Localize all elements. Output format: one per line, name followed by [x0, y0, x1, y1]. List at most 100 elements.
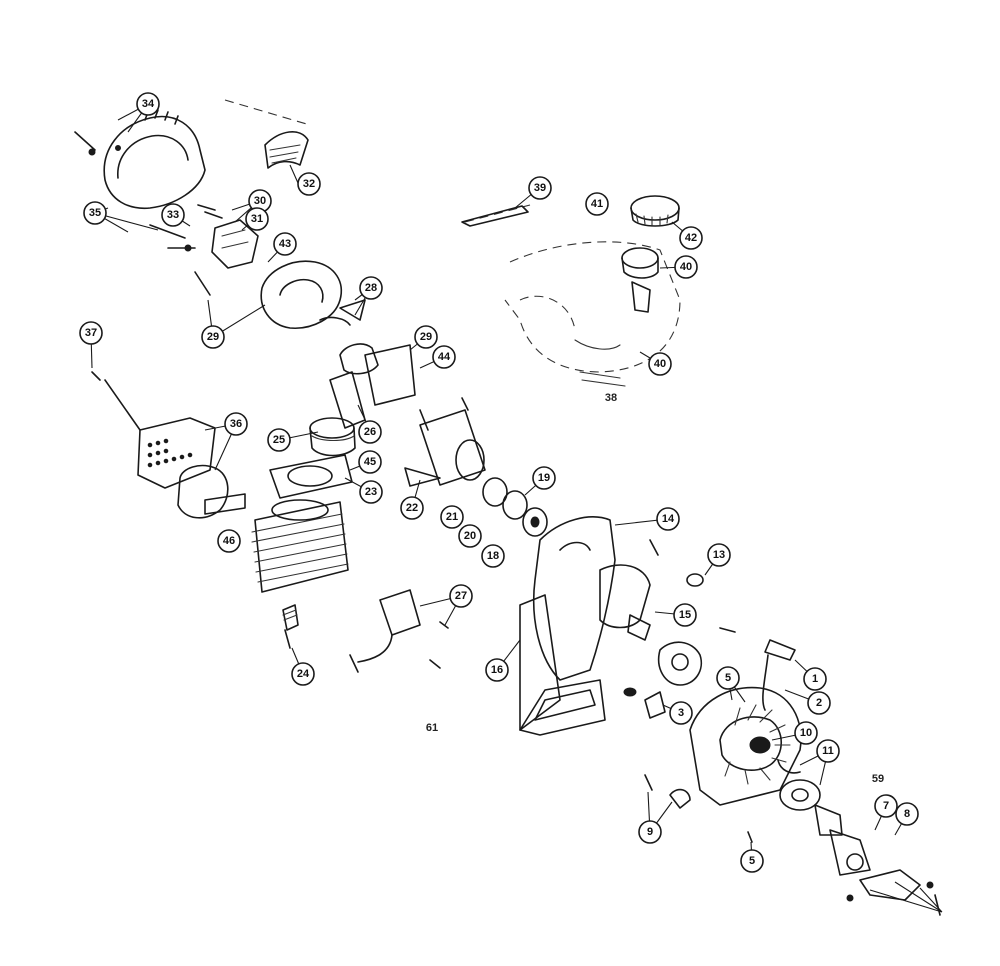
- callout-25: 25: [267, 428, 291, 452]
- callout-13: 13: [707, 543, 731, 567]
- callout-40: 40: [674, 255, 698, 279]
- svg-text:18: 18: [487, 550, 499, 562]
- svg-text:46: 46: [223, 535, 235, 547]
- fuel-filler-neck: [621, 247, 659, 313]
- svg-text:39: 39: [534, 182, 546, 194]
- callout-35: 35: [83, 201, 107, 225]
- callout-32: 32: [297, 172, 321, 196]
- callout-41: 41: [585, 192, 609, 216]
- muffler: [91, 371, 246, 519]
- part-callouts: 34 32 30 35 33 31 43 29 28 39 41 42 40 3…: [79, 92, 919, 873]
- callout-37: 37: [79, 321, 103, 345]
- callout-45: 45: [358, 450, 382, 474]
- svg-text:25: 25: [273, 434, 285, 446]
- svg-text:40: 40: [654, 358, 666, 370]
- fan-housing-cover: [74, 109, 206, 209]
- svg-text:21: 21: [446, 511, 458, 523]
- svg-text:2: 2: [816, 697, 822, 709]
- svg-text:13: 13: [713, 549, 725, 561]
- callout-16: 16: [485, 658, 509, 682]
- label-38: 38: [605, 392, 617, 404]
- svg-text:1: 1: [812, 673, 818, 685]
- callout-23: 23: [359, 480, 383, 504]
- callout-46: 46: [217, 529, 241, 553]
- svg-text:33: 33: [167, 209, 179, 221]
- callout-40: 40: [648, 352, 672, 376]
- svg-text:28: 28: [365, 282, 377, 294]
- svg-text:16: 16: [491, 664, 503, 676]
- carburetor-adapter: [260, 260, 366, 329]
- callout-5: 5: [740, 849, 764, 873]
- callout-33: 33: [161, 203, 185, 227]
- callout-29: 29: [201, 325, 225, 349]
- svg-text:42: 42: [685, 232, 697, 244]
- spark-plug: [282, 604, 299, 649]
- flywheel-assembly: [599, 564, 736, 719]
- svg-text:32: 32: [303, 178, 315, 190]
- fuel-cap: [630, 195, 680, 227]
- callout-14: 14: [656, 507, 680, 531]
- leader-lines: [90, 103, 943, 913]
- svg-text:7: 7: [883, 800, 889, 812]
- svg-text:11: 11: [822, 745, 834, 757]
- svg-text:15: 15: [679, 609, 691, 621]
- callout-29: 29: [414, 325, 438, 349]
- svg-text:19: 19: [538, 472, 550, 484]
- callout-28: 28: [359, 276, 383, 300]
- svg-text:14: 14: [662, 513, 675, 525]
- svg-text:34: 34: [142, 98, 155, 110]
- callout-44: 44: [432, 345, 456, 369]
- svg-text:30: 30: [254, 195, 266, 207]
- svg-text:24: 24: [297, 668, 310, 680]
- callout-26: 26: [358, 420, 382, 444]
- callout-42: 42: [679, 226, 703, 250]
- callout-21: 21: [440, 505, 464, 529]
- callout-19: 19: [532, 466, 556, 490]
- cylinder: [251, 499, 349, 593]
- callout-10: 10: [794, 721, 818, 745]
- carburetor: [149, 204, 259, 296]
- callout-5: 5: [716, 666, 740, 690]
- svg-text:36: 36: [230, 418, 242, 430]
- fuel-tank: [461, 204, 681, 387]
- callout-2: 2: [807, 691, 831, 715]
- svg-text:43: 43: [279, 238, 291, 250]
- svg-text:23: 23: [365, 486, 377, 498]
- callout-22: 22: [400, 496, 424, 520]
- svg-text:20: 20: [464, 530, 476, 542]
- callout-15: 15: [673, 603, 697, 627]
- callout-30: 30: [248, 189, 272, 213]
- label-59: 59: [872, 773, 884, 785]
- svg-text:35: 35: [89, 207, 101, 219]
- svg-text:29: 29: [420, 331, 432, 343]
- callout-24: 24: [291, 662, 315, 686]
- air-filter-element: [224, 99, 311, 169]
- callout-31: 31: [245, 207, 269, 231]
- starter-housing: [689, 639, 802, 806]
- label-61: 61: [426, 722, 438, 734]
- plain-labels: 38 61 59: [426, 392, 884, 785]
- callout-43: 43: [273, 232, 297, 256]
- svg-text:37: 37: [85, 327, 97, 339]
- crankshaft: [404, 397, 548, 537]
- svg-text:44: 44: [438, 351, 451, 363]
- svg-text:45: 45: [364, 456, 376, 468]
- svg-text:22: 22: [406, 502, 418, 514]
- callout-36: 36: [224, 412, 248, 436]
- svg-text:26: 26: [364, 426, 376, 438]
- callout-1: 1: [803, 667, 827, 691]
- svg-text:8: 8: [904, 808, 910, 820]
- callout-9: 9: [638, 820, 662, 844]
- svg-text:41: 41: [591, 198, 603, 210]
- callout-11: 11: [816, 739, 840, 763]
- ignition-coil: [349, 589, 449, 673]
- handle-bracket: [846, 869, 941, 916]
- callout-39: 39: [528, 176, 552, 200]
- svg-text:3: 3: [678, 707, 684, 719]
- callout-34: 34: [136, 92, 160, 116]
- mounting-hardware: [644, 774, 753, 843]
- svg-text:5: 5: [749, 855, 755, 867]
- svg-text:27: 27: [455, 590, 467, 602]
- callout-8: 8: [895, 802, 919, 826]
